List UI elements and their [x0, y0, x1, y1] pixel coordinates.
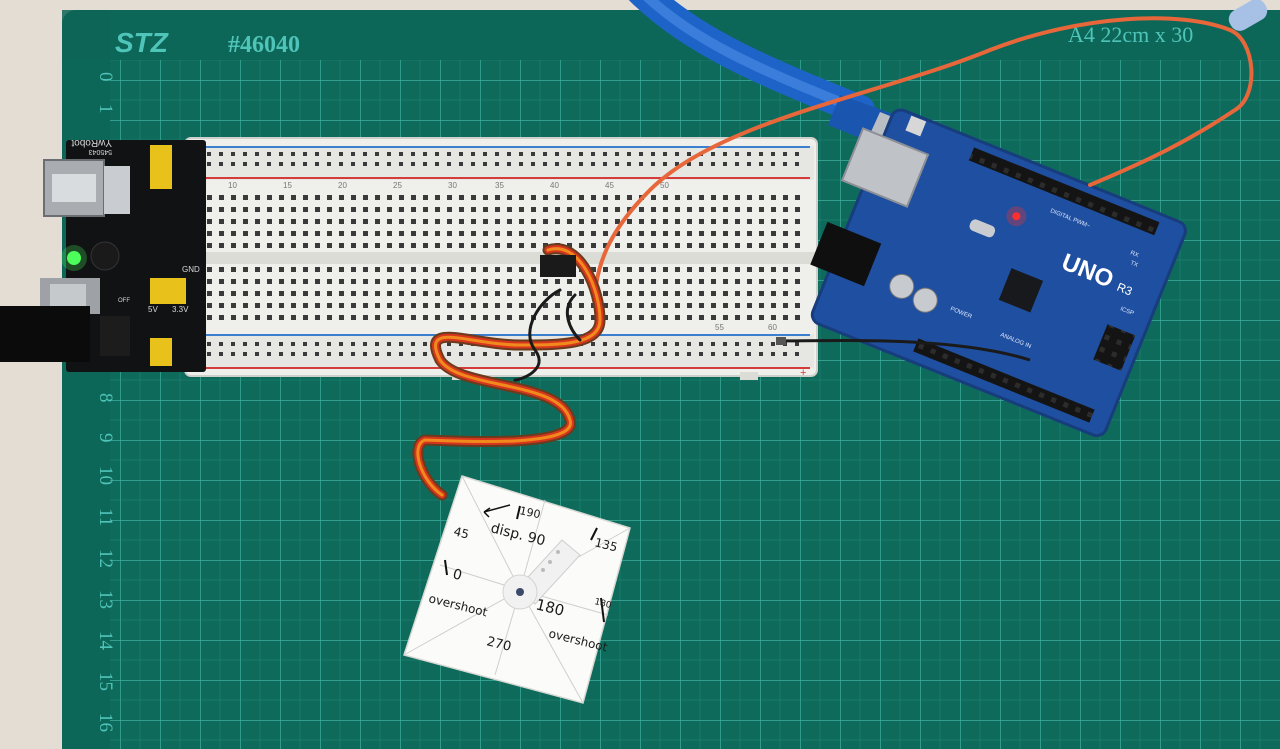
bb-label-15: 15: [283, 181, 292, 190]
jumper-wire-pin: [776, 337, 786, 345]
dial-label-135: 135: [593, 535, 619, 554]
pm-label-gnd: GND: [182, 265, 200, 274]
ruler-top-1: 1: [95, 104, 116, 114]
bb-rail-plus: +: [800, 367, 806, 379]
bb-label-20: 20: [338, 181, 347, 190]
ruler-left-13: 13: [95, 590, 116, 609]
ruler-left-14: 14: [95, 631, 116, 651]
bb-label-30: 30: [448, 181, 457, 190]
servo-cable: [412, 243, 606, 501]
mat-size-label: A4 22cm x 30: [1068, 22, 1193, 47]
servo-connector: [540, 255, 576, 277]
pm-label-5v: 5V: [148, 305, 158, 314]
bb-label-35: 35: [495, 181, 504, 190]
ruler-left-10: 10: [95, 466, 116, 485]
mat-brand: STZ: [115, 27, 169, 58]
bb-label-40: 40: [550, 181, 559, 190]
arduino-label-icsp: ICSP: [1119, 306, 1134, 317]
arduino-board: [810, 108, 1187, 438]
ruler-left-16: 16: [95, 713, 116, 732]
bb-label-55: 55: [715, 323, 724, 332]
ruler-left-12: 12: [95, 549, 116, 568]
breadboard-column-labels: 10 15 20 25 30 35 40 45 50 55 60 +: [228, 181, 806, 379]
dial-label-0: 0: [451, 566, 464, 584]
arduino-label-tx: TX: [1129, 260, 1138, 268]
arduino-label-rx: RX: [1129, 250, 1139, 259]
blue-cap: [1228, 0, 1268, 31]
jumper-wire-black: [779, 338, 1031, 362]
pm-label-off: OFF: [118, 298, 130, 304]
ruler-left-11: 11: [95, 508, 116, 526]
pm-brand: YwRobot: [71, 137, 112, 148]
arduino-revision: R3: [1115, 280, 1135, 299]
dial-label-45: 45: [452, 524, 470, 541]
bb-label-45: 45: [605, 181, 614, 190]
mat-model: #46040: [228, 32, 300, 58]
power-module: [0, 140, 206, 372]
ruler-left-8: 8: [95, 393, 116, 403]
ruler-left-15: 15: [95, 672, 116, 691]
dial-label-180-small: 180: [593, 597, 612, 611]
dial-label-270: 270: [485, 634, 513, 655]
bb-label-50: 50: [660, 181, 669, 190]
bb-label-10: 10: [228, 181, 237, 190]
pm-label-3v3: 3.3V: [172, 305, 189, 314]
breadboard: [184, 137, 818, 380]
mat-left-ruler: 0 1 8 9 10 11 12 13 14 15 16: [95, 72, 116, 732]
pm-model: 545043: [89, 148, 112, 155]
jumper-wire-orange: [594, 16, 1254, 287]
power-module-labels: YwRobot 545043 GND 5V 3.3V OFF: [71, 137, 200, 314]
ruler-left-9: 9: [95, 433, 116, 443]
ruler-top-0: 0: [95, 72, 116, 82]
bb-label-25: 25: [393, 181, 402, 190]
bb-label-60: 60: [768, 323, 777, 332]
servo-dial-paper: [403, 475, 631, 704]
dial-label-190: 190: [518, 504, 541, 521]
